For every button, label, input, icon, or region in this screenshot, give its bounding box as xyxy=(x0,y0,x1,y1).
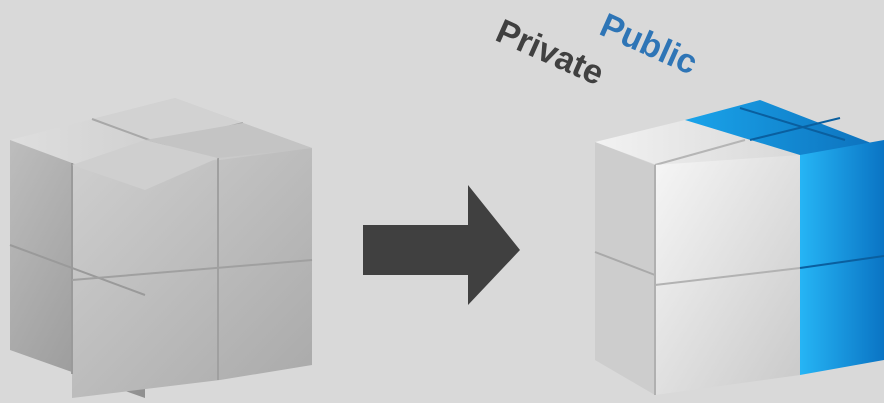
gray-cube-icon xyxy=(9,98,313,398)
split-cube-icon xyxy=(594,100,884,395)
right-arrow-icon xyxy=(363,185,520,305)
